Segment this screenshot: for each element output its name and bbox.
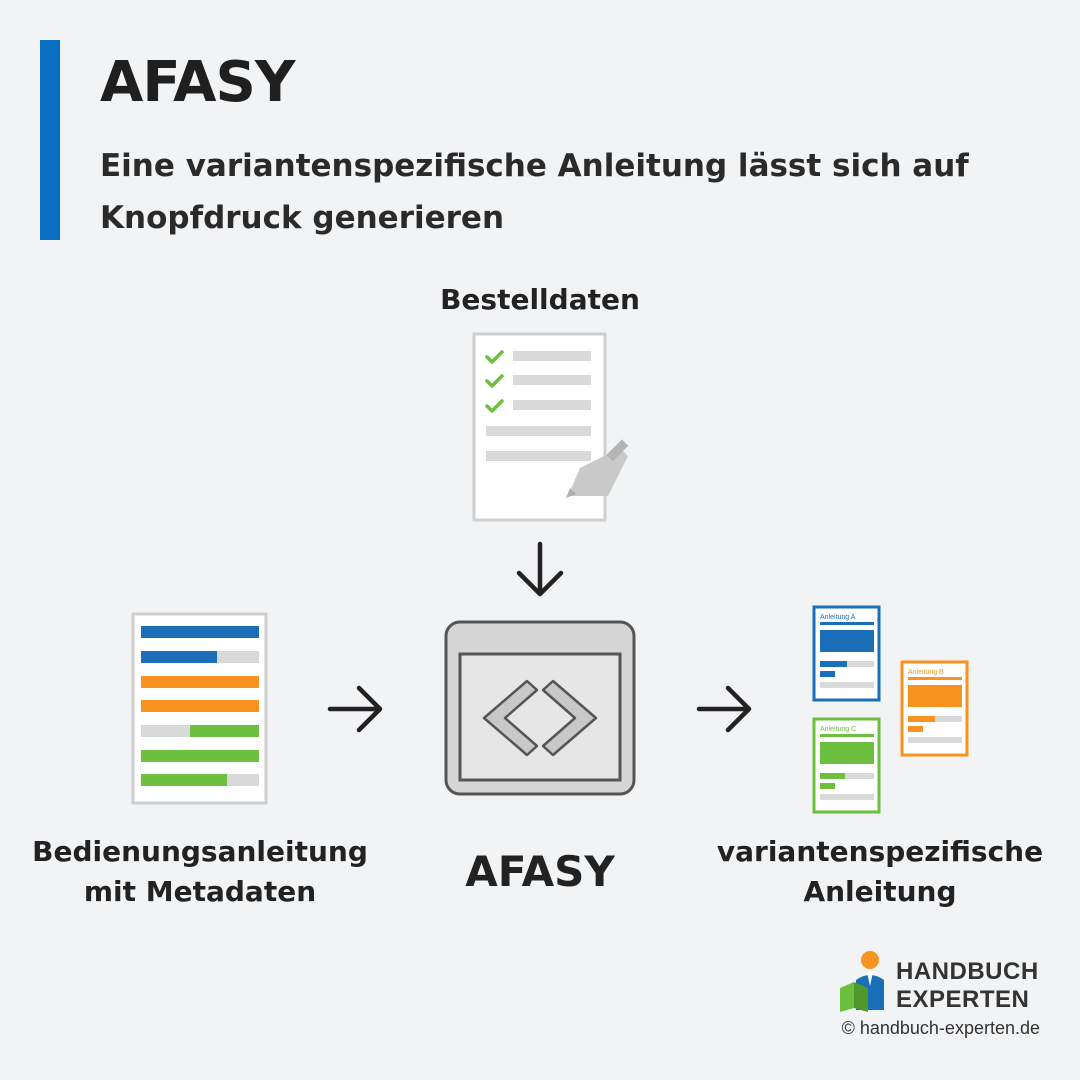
variant-doc-label: Anleitung B [908,669,944,676]
manual-label-line1: Bedienungsanleitung [32,835,368,868]
page-title: AFASY [100,50,295,115]
variant-doc-label: Anleitung A [820,614,856,621]
order-data-label: Bestelldaten [440,283,640,316]
order-document-icon [472,332,629,522]
manual-label: Bedienungsanleitung mit Metadaten [20,832,380,912]
logo-line2: EXPERTEN [896,986,1030,1013]
checkmark-icon [485,350,504,364]
manual-document-icon [131,612,268,805]
code-brackets-icon [482,679,598,757]
page-subtitle: Eine variantenspezifische Anleitung läss… [100,148,969,236]
arrow-down-icon [516,541,564,597]
logo-text: HANDBUCH EXPERTEN [896,958,1039,1014]
variant-label-line1: variantenspezifische [716,835,1044,868]
pen-icon [566,439,629,498]
software-window-icon [444,620,636,796]
manual-label-line2: mit Metadaten [83,875,317,908]
afasy-label: AFASY [465,847,615,896]
handbuch-experten-logo[interactable]: HANDBUCH EXPERTEN [838,948,1048,1014]
checkmark-icon [485,374,504,388]
variant-doc-label: Anleitung C [820,726,856,733]
variant-document-b: Anleitung B [900,660,969,757]
variant-label-line2: Anleitung [803,875,957,908]
variant-label: variantenspezifische Anleitung [700,832,1060,912]
expert-person-icon [840,951,884,1012]
arrow-right-icon [696,685,752,733]
accent-bar [40,40,60,240]
arrow-right-icon [327,685,383,733]
checkmark-icon [485,399,504,413]
variant-document-c: Anleitung C [812,717,881,814]
copyright-text: © handbuch-experten.de [841,1018,1040,1038]
logo-line1: HANDBUCH [896,958,1039,985]
variant-document-a: Anleitung A [812,605,881,702]
